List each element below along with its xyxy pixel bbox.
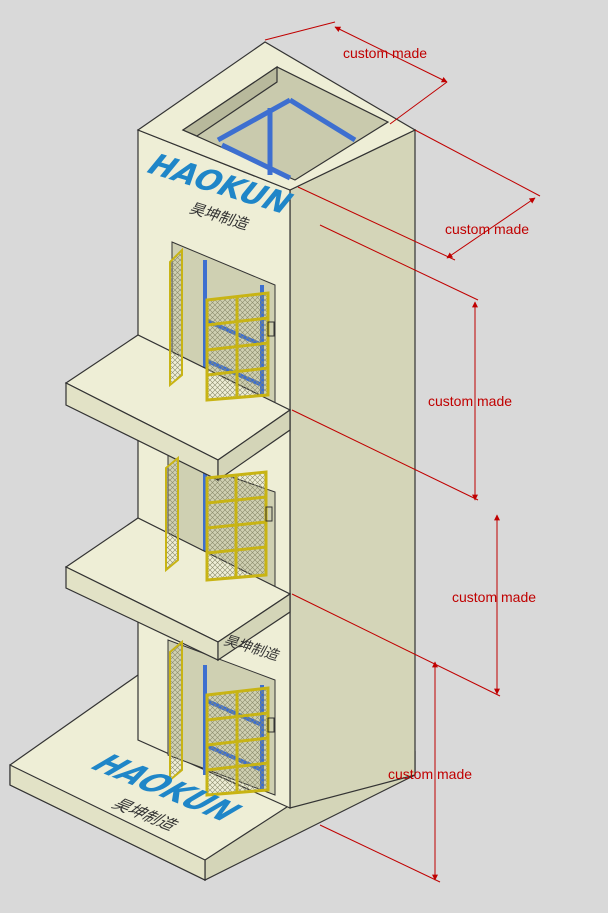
dimension-label-floor-1: custom made — [388, 766, 472, 782]
tower-right-face — [289, 129, 416, 809]
dimension-label-top-width: custom made — [445, 221, 529, 237]
landing-door-top — [169, 247, 275, 402]
landing-slab-upper — [64, 334, 292, 482]
landing-door-bottom — [169, 639, 275, 797]
dimension-label-top-depth: custom made — [343, 45, 427, 61]
shaft-steel-top — [216, 97, 357, 181]
dimension-labels: custom made custom made custom made cust… — [343, 45, 536, 782]
dimension-lines — [264, 21, 541, 883]
dimension-label-floor-2: custom made — [452, 589, 536, 605]
dimension-label-floor-3: custom made — [428, 393, 512, 409]
landing-slab-middle — [64, 517, 292, 662]
landing-door-middle — [165, 455, 273, 582]
